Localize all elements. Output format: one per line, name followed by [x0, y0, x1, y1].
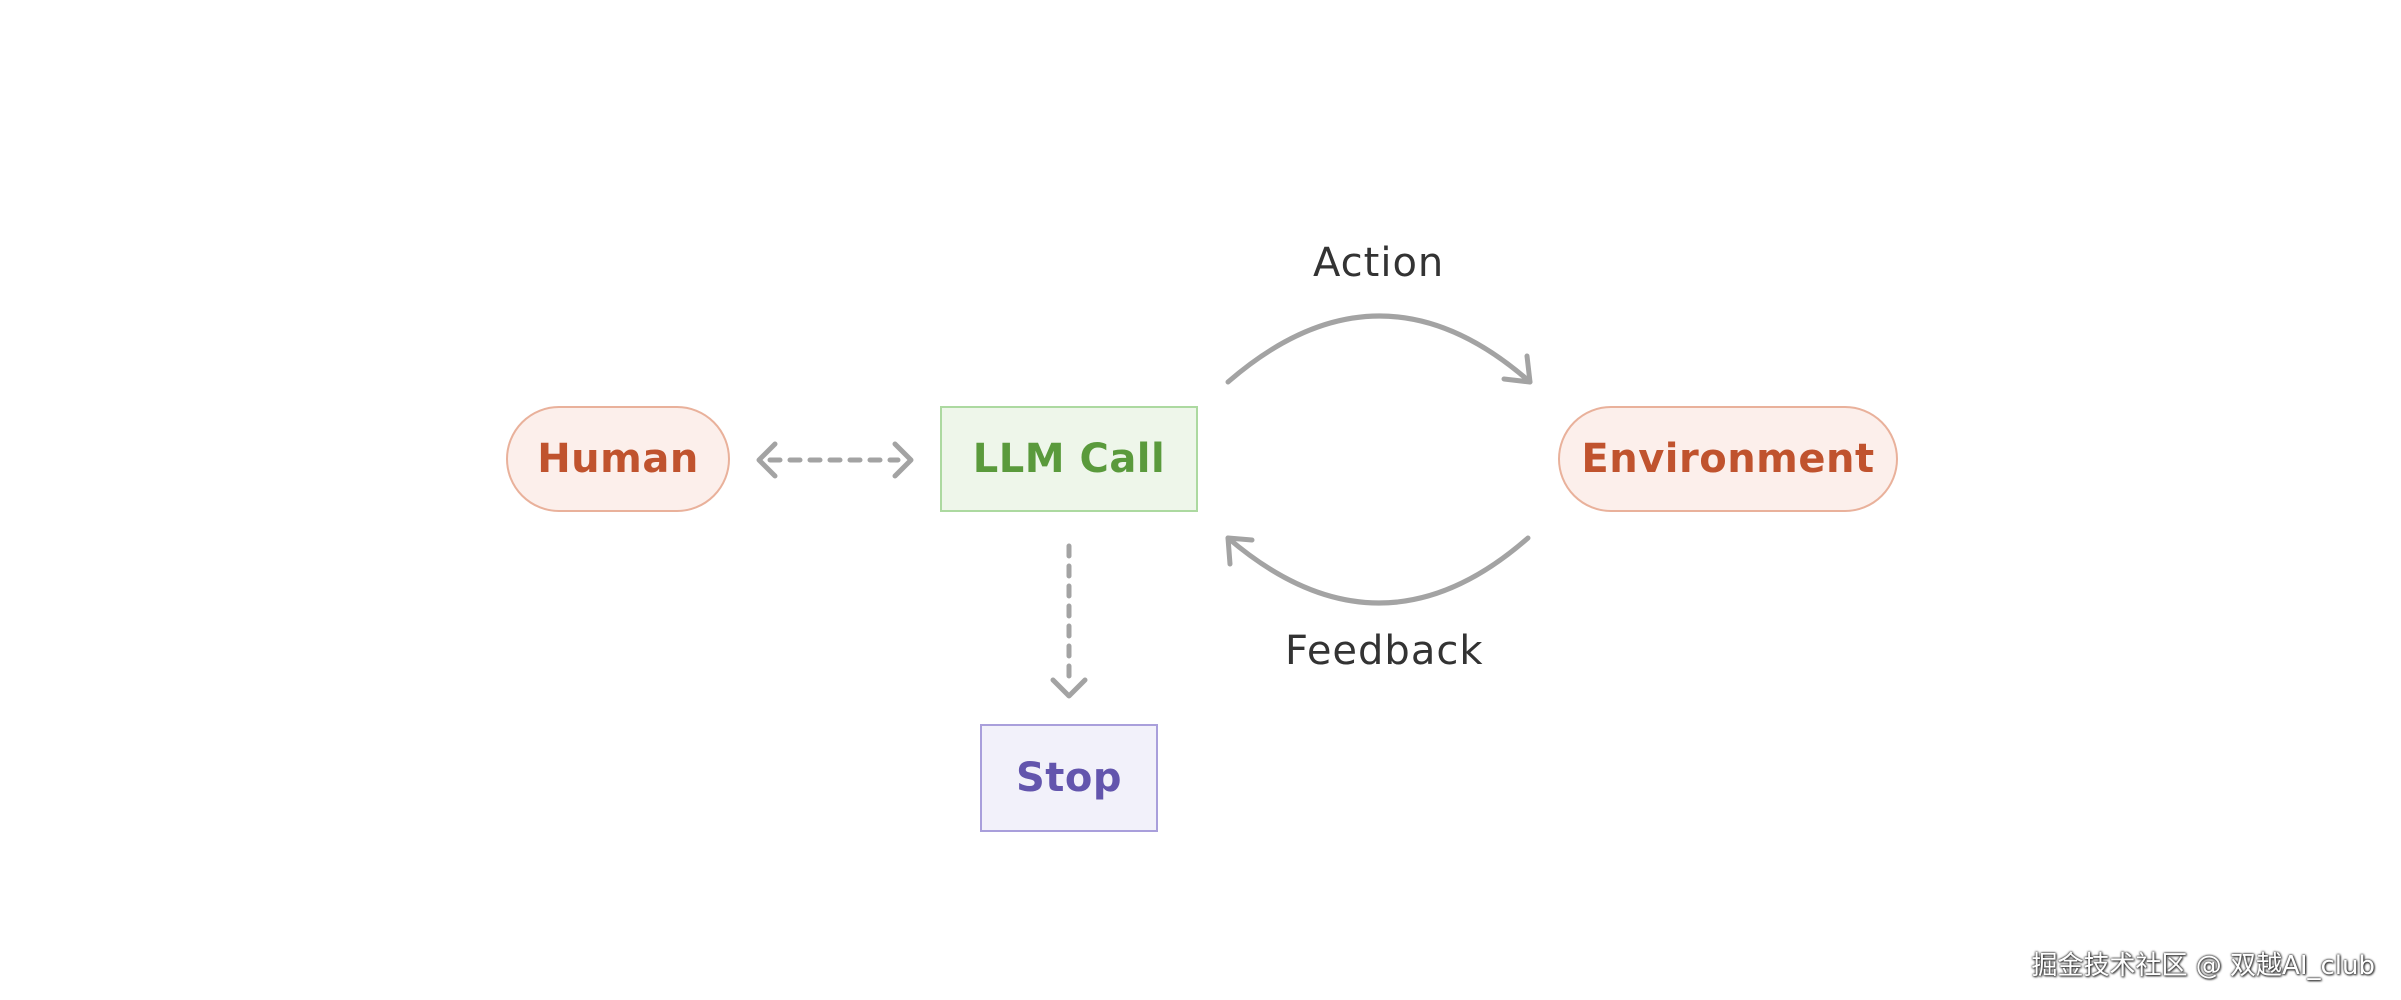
feedback-arrowhead-icon [1225, 535, 1255, 567]
watermark: 掘金技术社区 @ 双越AI_club [2031, 951, 2376, 981]
feedback-label: Feedback [1285, 628, 1484, 674]
llm-call-node: LLM Call [940, 406, 1198, 512]
arrowhead-right-icon [892, 441, 914, 479]
arrowhead-left-icon [756, 441, 778, 479]
action-edge [1225, 313, 1533, 385]
environment-node: Environment [1558, 406, 1898, 512]
action-arc [1225, 313, 1533, 385]
human-llm-edge [756, 441, 914, 479]
human-node: Human [506, 406, 730, 512]
feedback-arc [1225, 535, 1531, 606]
llm-stop-edge [1050, 543, 1088, 699]
action-label: Action [1313, 240, 1445, 286]
feedback-edge [1225, 535, 1531, 606]
stop-node: Stop [980, 724, 1158, 832]
action-arrowhead-icon [1501, 353, 1533, 385]
arrowhead-down-icon [1050, 677, 1088, 699]
